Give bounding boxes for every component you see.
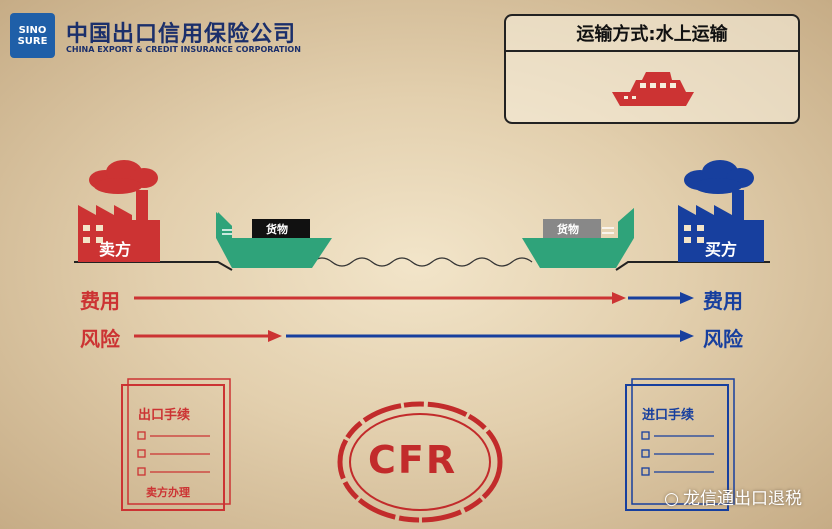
company-name-cn: 中国出口信用保险公司 <box>66 22 297 47</box>
cfr-stamp-text: CFR <box>368 438 458 482</box>
seller-label: 卖方 <box>99 240 132 259</box>
seller-ship <box>216 212 332 268</box>
risk-label-left: 风险 <box>80 327 120 351</box>
wechat-watermark: ○龙信通出口退税 <box>664 484 802 509</box>
export-document <box>121 378 231 511</box>
wechat-icon: ○ <box>664 489 679 509</box>
logo-text: SINO SURE <box>17 24 48 47</box>
cost-label-right: 费用 <box>703 289 743 313</box>
import-document <box>625 378 735 511</box>
seller-factory <box>78 160 160 262</box>
risk-arrowhead-seller <box>268 330 282 342</box>
buyer-ship <box>522 208 634 268</box>
watermark-text: 龙信通出口退税 <box>683 489 802 509</box>
transport-mode-title: 运输方式:水上运输 <box>506 16 798 52</box>
transport-mode-panel: 运输方式:水上运输 <box>504 14 800 124</box>
company-name-en: CHINA EXPORT & CREDIT INSURANCE CORPORAT… <box>66 45 301 54</box>
cost-arrowhead-seller <box>612 292 626 304</box>
export-doc-note: 卖方办理 <box>146 486 190 499</box>
cfr-stamp <box>337 401 503 523</box>
cost-arrowhead-buyer <box>680 292 694 304</box>
buyer-factory <box>678 160 764 262</box>
water-wave <box>311 257 533 267</box>
sinosure-logo: SINO SURE <box>10 13 55 58</box>
risk-arrowhead-buyer <box>680 330 694 342</box>
cost-label-left: 费用 <box>80 289 120 313</box>
import-doc-title: 进口手续 <box>642 408 695 423</box>
seller-dock <box>205 261 233 271</box>
export-doc-title: 出口手续 <box>138 408 191 423</box>
buyer-cargo-label: 货物 <box>557 223 579 236</box>
buyer-label: 买方 <box>705 240 738 259</box>
risk-label-right: 风险 <box>703 327 743 351</box>
ship-icon <box>612 72 694 106</box>
seller-cargo-label: 货物 <box>266 223 288 236</box>
buyer-dock <box>615 261 640 271</box>
